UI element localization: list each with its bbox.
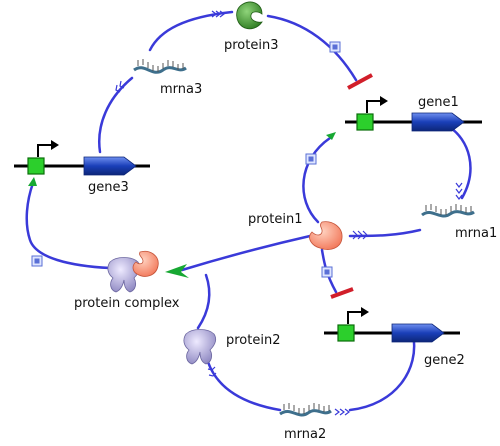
label-gene3: gene3 <box>88 180 129 195</box>
gene1-node[interactable] <box>345 96 482 132</box>
inhibition-bar-gene2 <box>330 287 354 299</box>
edge-gene3-to-mrna3[interactable] <box>98 76 134 154</box>
gene2-node[interactable] <box>324 307 460 343</box>
inhibition-bar-gene1 <box>347 73 373 90</box>
mrna3-node[interactable] <box>133 59 187 74</box>
process-node[interactable] <box>31 255 43 267</box>
process-node[interactable] <box>305 153 317 165</box>
label-mrna2: mrna2 <box>284 427 327 442</box>
edge-protein1-to-complex[interactable] <box>180 234 312 272</box>
edge-protein1-activates-gene1[interactable] <box>302 136 332 224</box>
edge-complex-activates-gene3[interactable] <box>25 181 112 270</box>
edges <box>25 10 472 412</box>
process-node[interactable] <box>321 266 333 278</box>
protein3-node[interactable] <box>236 1 263 30</box>
label-protein2: protein2 <box>226 333 281 348</box>
label-protein1: protein1 <box>248 212 303 227</box>
flow-chevrons <box>115 10 463 416</box>
activation-arrowheads <box>28 132 336 278</box>
arrowhead-complex <box>165 264 189 278</box>
mrna1-node[interactable] <box>421 204 475 218</box>
gene3-node[interactable] <box>14 140 150 176</box>
protein1-node[interactable] <box>309 221 343 250</box>
edge-gene2-to-mrna2[interactable] <box>348 332 416 412</box>
label-mrna3: mrna3 <box>160 82 203 97</box>
inhibition-bars <box>330 73 373 299</box>
edge-protein2-to-complex[interactable] <box>196 273 211 330</box>
edge-mrna3-to-protein3[interactable] <box>148 10 234 52</box>
protein-complex-node[interactable] <box>107 250 159 293</box>
edge-gene1-to-mrna1[interactable] <box>446 124 472 200</box>
label-mrna1: mrna1 <box>455 226 498 241</box>
label-gene1: gene1 <box>418 95 459 110</box>
mrna2-node[interactable] <box>279 403 332 417</box>
label-protein3: protein3 <box>224 38 279 53</box>
edge-protein3-inhibits-gene1[interactable] <box>266 14 358 82</box>
protein2-node[interactable] <box>183 329 217 365</box>
arrowhead-gene1 <box>326 132 336 140</box>
process-nodes <box>31 41 341 278</box>
label-protein-complex: protein complex <box>74 296 180 311</box>
edge-mrna2-to-protein2[interactable] <box>206 360 282 412</box>
arrowhead-gene3 <box>28 177 37 186</box>
label-gene2: gene2 <box>424 353 465 368</box>
process-node[interactable] <box>329 41 341 53</box>
